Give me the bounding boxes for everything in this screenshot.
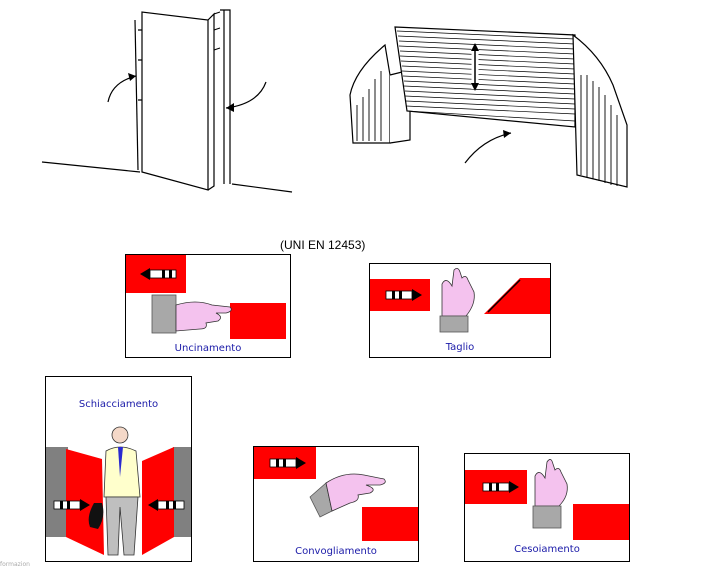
arrow-icon: [53, 499, 90, 511]
arrow-icon: [148, 499, 185, 511]
person-figure: [88, 426, 141, 556]
schiacciamento-illustration: [46, 426, 191, 556]
arrow-icon: [269, 457, 306, 469]
arrow-icon: [482, 481, 519, 493]
hand-icon: [325, 473, 386, 512]
panel-schiacciamento: Schiacciamento: [45, 376, 192, 562]
cesoiamento-label: Cesoiamento: [514, 544, 580, 555]
uncinamento-illustration: [126, 255, 286, 339]
taglio-illustration: [370, 268, 550, 333]
swing-door-drawing: [41, 9, 293, 193]
taglio-label: Taglio: [445, 342, 475, 353]
uncinamento-label: Uncinamento: [174, 343, 242, 354]
corner-text: formazion: [0, 561, 30, 568]
convogliamento-illustration: [254, 447, 418, 541]
arrow-icon: [140, 268, 177, 280]
hand-icon: [441, 268, 475, 317]
figure-caption: (UNI EN 12453): [280, 238, 366, 252]
panel-cesoiamento: Cesoiamento: [464, 453, 630, 562]
panel-convogliamento: Convogliamento: [253, 446, 419, 562]
rolling-shutter-drawing: [349, 26, 628, 188]
panel-uncinamento: Uncinamento: [125, 254, 291, 358]
convogliamento-label: Convogliamento: [295, 546, 377, 557]
cesoiamento-illustration: [465, 459, 629, 540]
hand-icon: [175, 301, 232, 332]
arrow-icon: [385, 289, 422, 301]
hand-icon: [534, 459, 568, 507]
panel-taglio: Taglio: [369, 263, 551, 358]
schiacciamento-label: Schiacciamento: [78, 399, 159, 410]
